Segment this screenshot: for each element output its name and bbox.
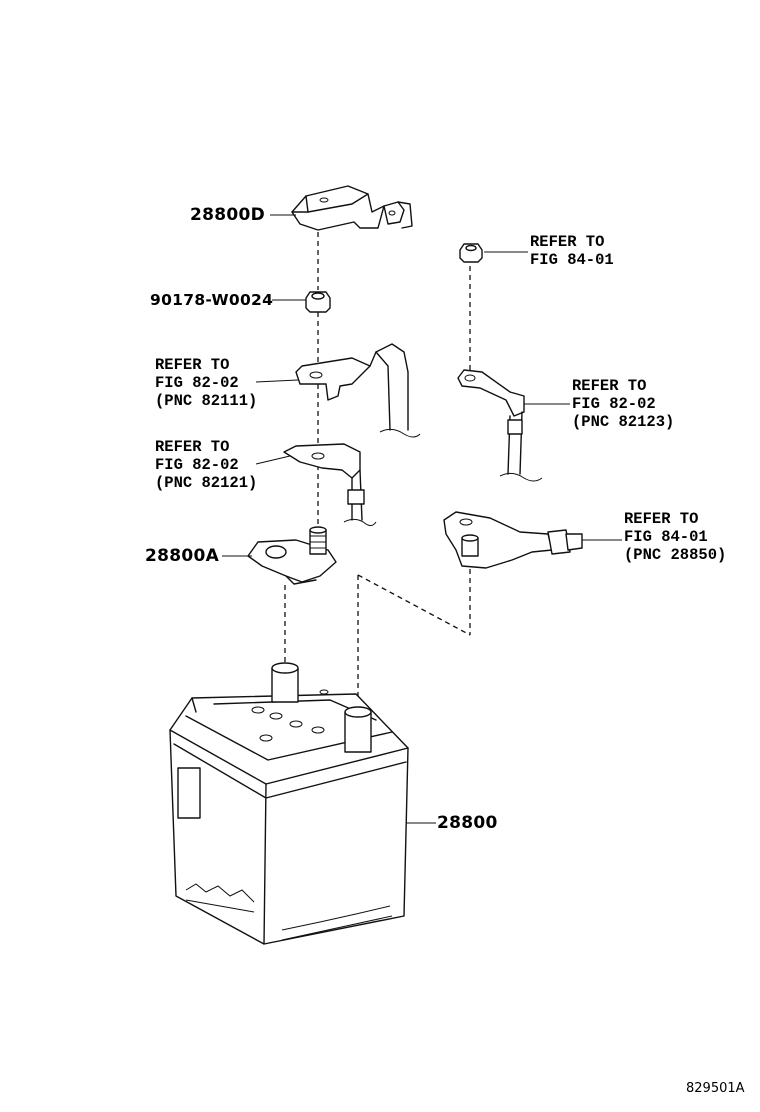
illustration-id: 829501A: [686, 1081, 745, 1096]
part-label-positive-clamp[interactable]: 28800A: [145, 546, 220, 566]
ref-label-negative-clamp-28850[interactable]: REFER TO FIG 84-01 (PNC 28850): [624, 510, 727, 564]
negative-clamp-drawing: [443, 511, 583, 569]
ref-label-cable-82123[interactable]: REFER TO FIG 82-02 (PNC 82123): [572, 377, 675, 431]
ref-label-cable-82111[interactable]: REFER TO FIG 82-02 (PNC 82111): [155, 356, 258, 410]
part-label-positive-nut[interactable]: 90178-W0024: [150, 291, 274, 309]
part-label-terminal-cover[interactable]: 28800D: [190, 205, 266, 225]
ref-label-cable-82121[interactable]: REFER TO FIG 82-02 (PNC 82121): [155, 438, 258, 492]
cable-82123-drawing: [457, 369, 543, 482]
ref-label-negative-nut[interactable]: REFER TO FIG 84-01: [530, 233, 614, 269]
leader-lines: [222, 214, 622, 824]
positive-nut-drawing: [305, 291, 331, 313]
negative-nut-drawing: [459, 243, 483, 263]
terminal-cover-drawing: [291, 185, 413, 231]
assembly-lines: [284, 232, 471, 705]
cable-82121-drawing: [283, 443, 377, 527]
battery-drawing: [169, 662, 409, 945]
cable-82111-drawing: [295, 343, 421, 438]
part-label-battery[interactable]: 28800: [437, 813, 498, 833]
positive-clamp-drawing: [247, 526, 337, 585]
